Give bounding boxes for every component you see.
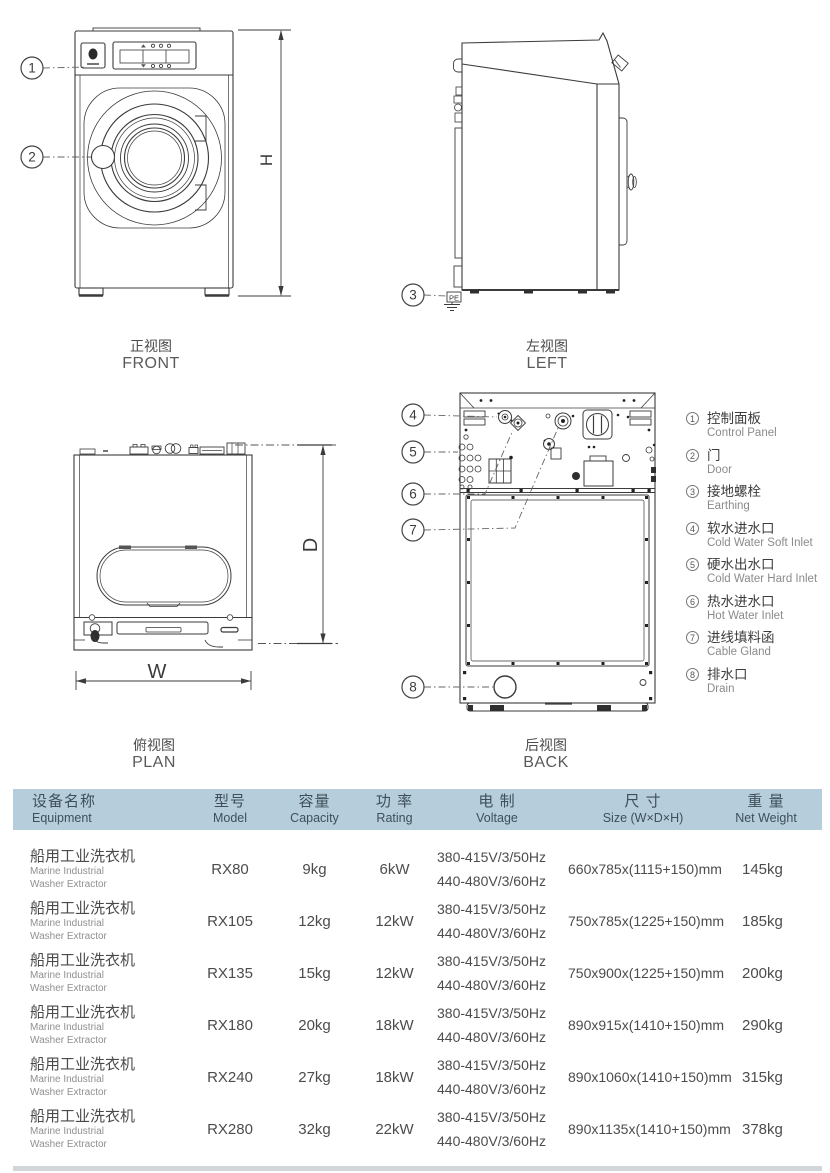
back-view	[458, 392, 656, 712]
callout-1: 1	[20, 56, 87, 80]
caption-left: 左视图 LEFT	[526, 338, 568, 372]
plan-view	[73, 442, 253, 651]
svg-text:5: 5	[409, 445, 417, 460]
callout-3: 3	[401, 283, 447, 307]
callout-2: 2	[20, 145, 91, 169]
callout-circles	[401, 403, 425, 699]
dim-h-label: H	[257, 154, 276, 166]
front-view	[74, 27, 234, 297]
pe-label: PE	[449, 294, 459, 303]
dim-w-label: W	[148, 661, 167, 683]
svg-text:8: 8	[409, 680, 417, 695]
dim-h	[238, 29, 291, 297]
svg-text:6: 6	[409, 487, 417, 502]
technical-drawing: H 1 2	[20, 27, 656, 712]
caption-back: 后视图 BACK	[523, 737, 569, 771]
svg-text:7: 7	[409, 523, 417, 538]
caption-plan: 俯视图 PLAN	[132, 737, 176, 771]
svg-text:1: 1	[28, 61, 36, 76]
svg-text:4: 4	[409, 408, 417, 423]
svg-text:2: 2	[28, 150, 36, 165]
left-view	[444, 31, 637, 311]
caption-front: 正视图 FRONT	[122, 338, 180, 372]
dim-w	[75, 671, 252, 690]
back-callouts	[423, 414, 559, 688]
svg-text:3: 3	[409, 288, 417, 303]
dim-d	[235, 444, 338, 645]
bottom-divider	[13, 1166, 822, 1171]
dim-d-label: D	[300, 538, 322, 552]
